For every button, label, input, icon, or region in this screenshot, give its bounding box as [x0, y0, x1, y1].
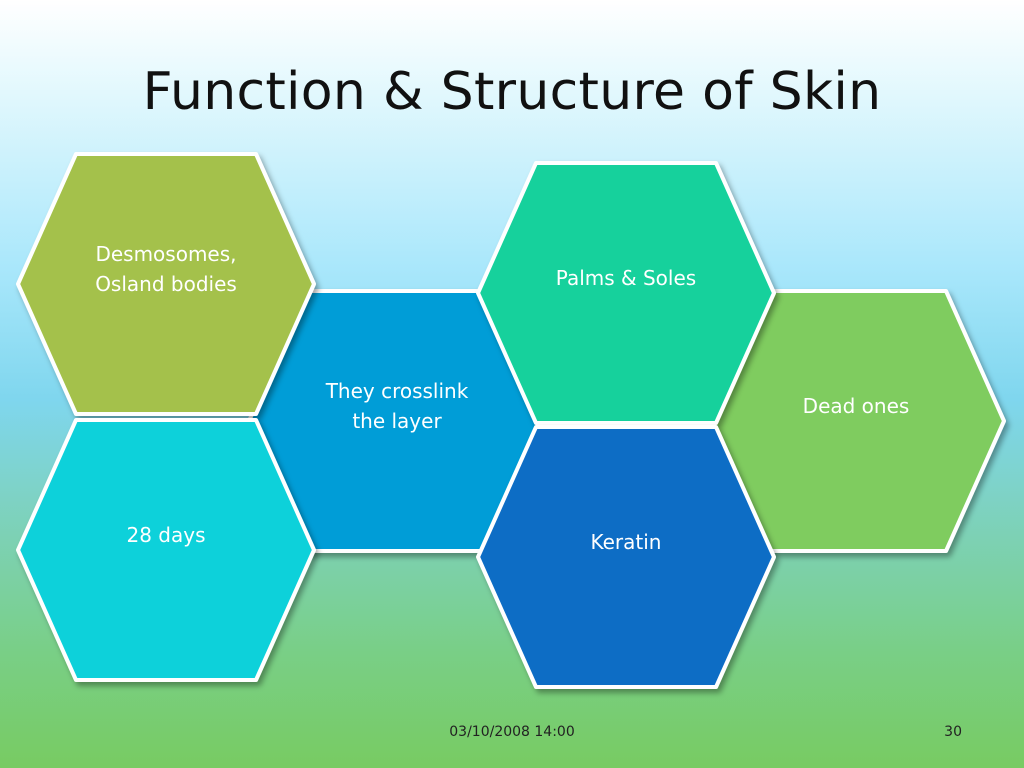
hexagon-shape — [476, 425, 776, 689]
slide-title: Function & Structure of Skin — [142, 62, 882, 122]
hexagon-keratin: Keratin — [476, 425, 776, 689]
footer-date: 03/10/2008 14:00 — [449, 724, 575, 740]
hexagon-label: 28 days — [126, 523, 205, 547]
hexagon-shape — [476, 161, 776, 425]
hexagon-28-days: 28 days — [16, 418, 316, 682]
hexagon-shape — [16, 152, 316, 416]
hexagon-label: Palms & Soles — [556, 266, 696, 290]
hexagon-label: Desmosomes, — [95, 242, 236, 266]
hexagon-label: Osland bodies — [95, 272, 237, 296]
page-number: 30 — [944, 724, 962, 740]
hexagon-label: the layer — [352, 409, 442, 433]
hexagon-label: Keratin — [591, 530, 662, 554]
hexagon-shape — [16, 418, 316, 682]
hexagon-desmosomes: Desmosomes, Osland bodies — [16, 152, 316, 416]
hexagon-label: Dead ones — [803, 394, 910, 418]
hexagon-palms-soles: Palms & Soles — [476, 161, 776, 425]
hexagon-label: They crosslink — [325, 379, 469, 403]
